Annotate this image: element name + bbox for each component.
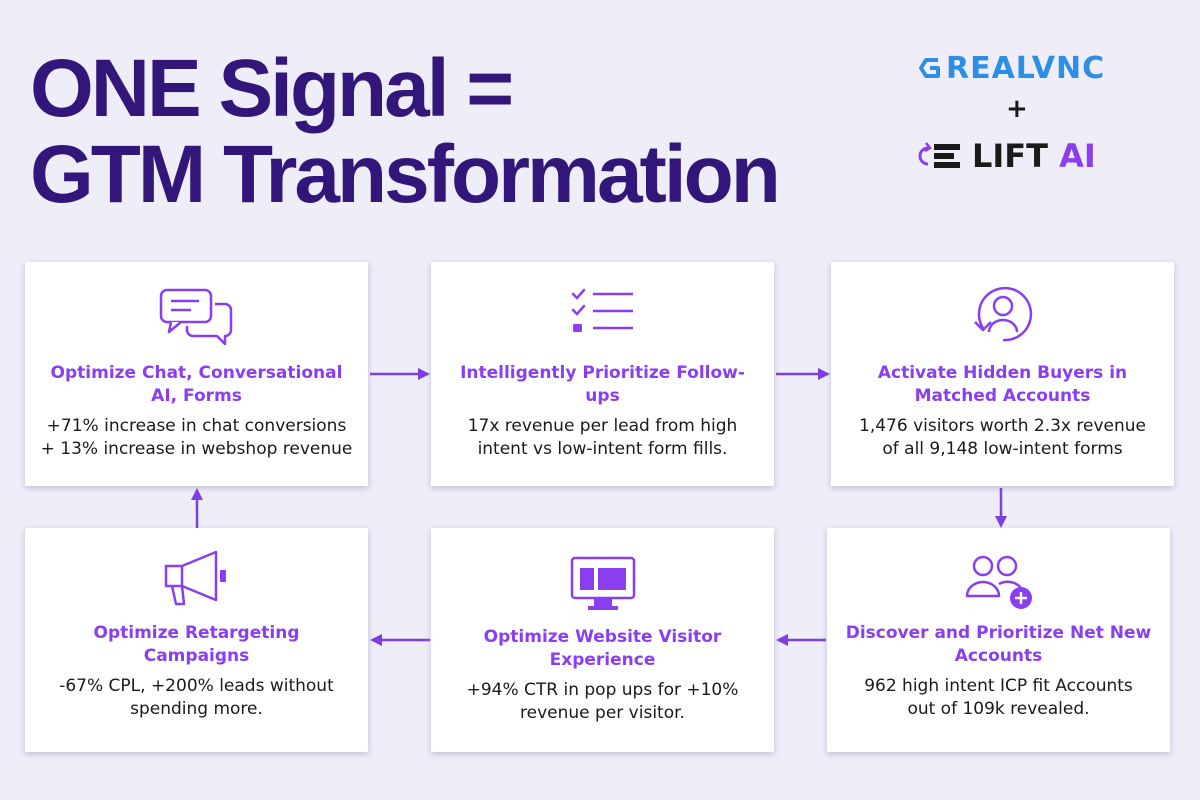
liftai-wordmark-main: LIFT [972, 137, 1048, 175]
card-body-line: of all 9,148 low-intent forms [882, 439, 1123, 459]
checklist-icon [571, 288, 633, 332]
user-circle-icon [973, 286, 1032, 342]
plus-sign: + [1006, 94, 1028, 124]
page-title: ONE Signal = GTM Transformation [30, 43, 781, 220]
card-activate-hidden-buyers: Activate Hidden Buyers in Matched Accoun… [831, 262, 1174, 486]
card-body-line: 17x revenue per lead from high [467, 416, 738, 436]
card-body-line: revenue per visitor. [520, 703, 685, 723]
card-body: 17x revenue per lead from high intent vs… [431, 415, 774, 461]
card-optimize-retargeting: Optimize Retargeting Campaigns -67% CPL,… [25, 528, 368, 752]
title-line-2: GTM Transformation [30, 129, 781, 220]
realvnc-logo: REALVNC [918, 50, 1118, 86]
card-body-line: +71% increase in chat conversions [46, 416, 347, 436]
chat-bubbles-icon [159, 288, 232, 346]
arrow-right-2 [776, 368, 830, 380]
megaphone-icon [164, 550, 226, 606]
realvnc-mark-icon [919, 58, 940, 78]
card-body: +71% increase in chat conversions + 13% … [25, 415, 368, 461]
card-prioritize-followups: Intelligently Prioritize Follow-ups 17x … [431, 262, 774, 486]
card-body-line: +94% CTR in pop ups for +10% [466, 680, 739, 700]
card-title: Optimize Chat, Conversational AI, Forms [50, 363, 343, 406]
card-body-line: intent vs low-intent form fills. [477, 439, 728, 459]
card-title: Optimize Website Visitor Experience [483, 627, 722, 670]
card-discover-accounts: Discover and Prioritize Net New Accounts… [827, 528, 1170, 752]
card-body-line: + 13% increase in webshop revenue [40, 439, 353, 459]
card-body: +94% CTR in pop ups for +10% revenue per… [431, 679, 774, 725]
card-title: Activate Hidden Buyers in Matched Accoun… [877, 363, 1128, 406]
realvnc-wordmark: REALVNC [946, 50, 1106, 86]
card-body-line: 962 high intent ICP fit Accounts [864, 676, 1133, 696]
card-body-line: out of 109k revealed. [907, 699, 1090, 719]
card-title: Intelligently Prioritize Follow-ups [460, 363, 745, 406]
liftai-mark-icon [918, 142, 960, 168]
card-optimize-chat: Optimize Chat, Conversational AI, Forms … [25, 262, 368, 486]
card-body-line: -67% CPL, +200% leads without [59, 676, 334, 696]
card-body-line: spending more. [130, 699, 263, 719]
monitor-icon [570, 556, 635, 610]
arrow-up [191, 488, 203, 528]
arrow-left-1 [776, 634, 826, 646]
liftai-wordmark: LIFT AI [972, 137, 1096, 175]
card-title: Optimize Retargeting Campaigns [93, 623, 300, 666]
add-users-icon [965, 555, 1032, 609]
card-body: -67% CPL, +200% leads without spending m… [25, 675, 368, 721]
liftai-logo: LIFT AI [916, 136, 1126, 176]
arrow-right-1 [370, 368, 430, 380]
arrow-down [995, 488, 1007, 528]
card-body: 962 high intent ICP fit Accounts out of … [827, 675, 1170, 721]
card-body: 1,476 visitors worth 2.3x revenue of all… [831, 415, 1174, 461]
liftai-wordmark-accent: AI [1059, 137, 1096, 175]
title-line-1: ONE Signal = [30, 43, 514, 134]
card-body-line: 1,476 visitors worth 2.3x revenue [859, 416, 1146, 436]
arrow-left-2 [370, 634, 430, 646]
card-title: Discover and Prioritize Net New Accounts [845, 623, 1152, 666]
card-optimize-website: Optimize Website Visitor Experience +94%… [431, 528, 774, 752]
partner-logos: REALVNC + LIFT AI [910, 50, 1120, 180]
